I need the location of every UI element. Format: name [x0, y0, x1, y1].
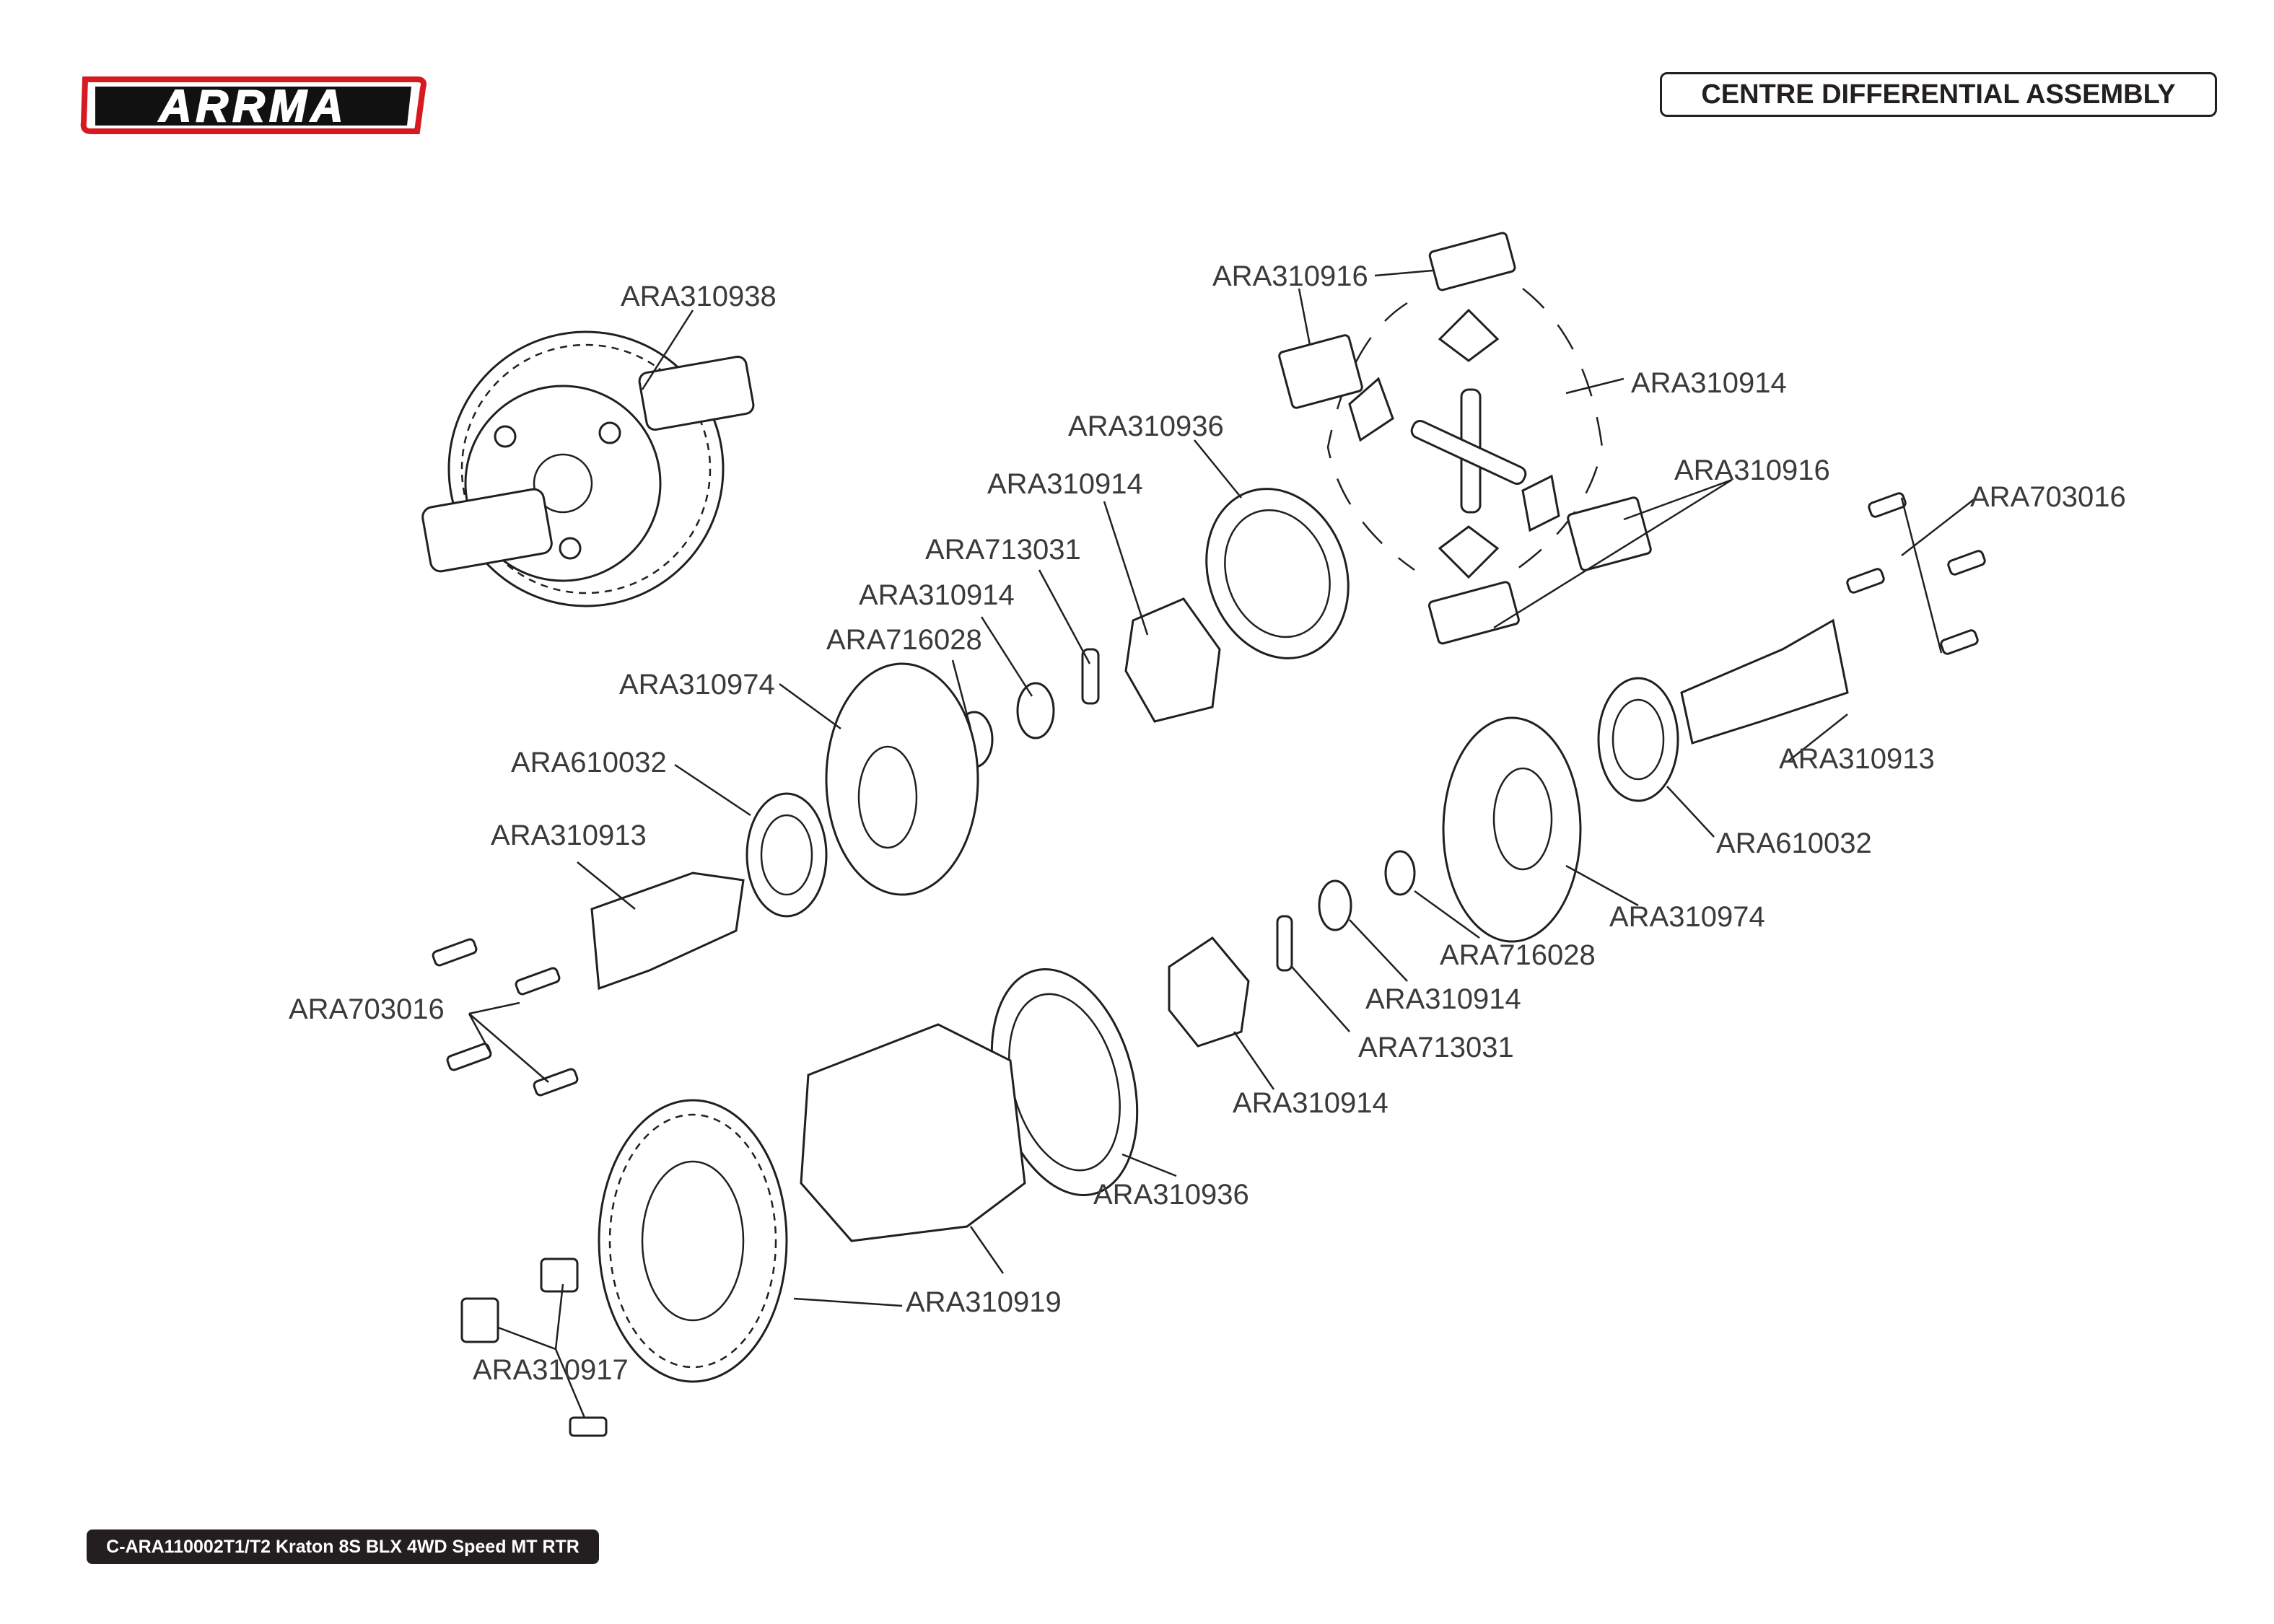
- label-ara310914-washer: ARA310914: [859, 579, 1015, 611]
- label-ara310936-upper: ARA310936: [1068, 411, 1224, 442]
- label-ara703016-right: ARA703016: [1970, 481, 2126, 513]
- gaskets-upper: [955, 488, 1350, 768]
- label-ara713031-lower: ARA713031: [1358, 1032, 1514, 1063]
- label-ara716028-lower: ARA716028: [1440, 939, 1596, 971]
- label-ara310913-left: ARA310913: [491, 820, 647, 851]
- label-ara310919: ARA310919: [906, 1286, 1062, 1318]
- outdrive-cup-top: [1428, 232, 1516, 291]
- part-labels: ARA310938 ARA310916 ARA310914 ARA310936 …: [289, 260, 2126, 1386]
- page-title: CENTRE DIFFERENTIAL ASSEMBLY: [1660, 72, 2217, 117]
- diff-case-right: [1442, 716, 1582, 943]
- arrma-logo: ARRMA: [78, 65, 429, 140]
- label-ara610032-right: ARA610032: [1716, 828, 1872, 859]
- label-ara716028-upper: ARA716028: [826, 624, 982, 656]
- upper-right-parts: [1276, 492, 1986, 972]
- left-parts: [432, 662, 979, 1097]
- label-ara310916-top: ARA310916: [1212, 260, 1368, 292]
- logo-text: ARRMA: [158, 82, 348, 131]
- leader-lines: [468, 269, 1977, 1418]
- spur-gear: [598, 1099, 788, 1383]
- label-ara310914-ring: ARA310914: [987, 468, 1143, 500]
- label-ara310917: ARA310917: [473, 1354, 629, 1386]
- cross-pin-assembly: [1278, 232, 1652, 645]
- diff-case-left: [825, 662, 979, 896]
- label-ara310936-lower: ARA310936: [1093, 1179, 1249, 1211]
- label-ara713031-upper: ARA713031: [925, 534, 1081, 566]
- label-ara703016-left: ARA703016: [289, 993, 445, 1025]
- label-ara310913-right: ARA310913: [1779, 743, 1935, 775]
- model-footer: C-ARA110002T1/T2 Kraton 8S BLX 4WD Speed…: [87, 1529, 599, 1564]
- label-ara310914-lower-washer: ARA310914: [1365, 983, 1521, 1015]
- label-ara310974-right: ARA310974: [1609, 901, 1765, 933]
- label-ara310974-left: ARA310974: [619, 669, 775, 701]
- label-ara310914-gears: ARA310914: [1631, 367, 1787, 399]
- label-ara310938: ARA310938: [621, 281, 777, 312]
- assembled-differential: [421, 330, 755, 607]
- label-ara310914-lower-ring: ARA310914: [1233, 1087, 1389, 1119]
- lower-parts: [460, 936, 1250, 1437]
- label-ara310916-right: ARA310916: [1674, 455, 1830, 486]
- label-ara610032-left: ARA610032: [511, 747, 667, 778]
